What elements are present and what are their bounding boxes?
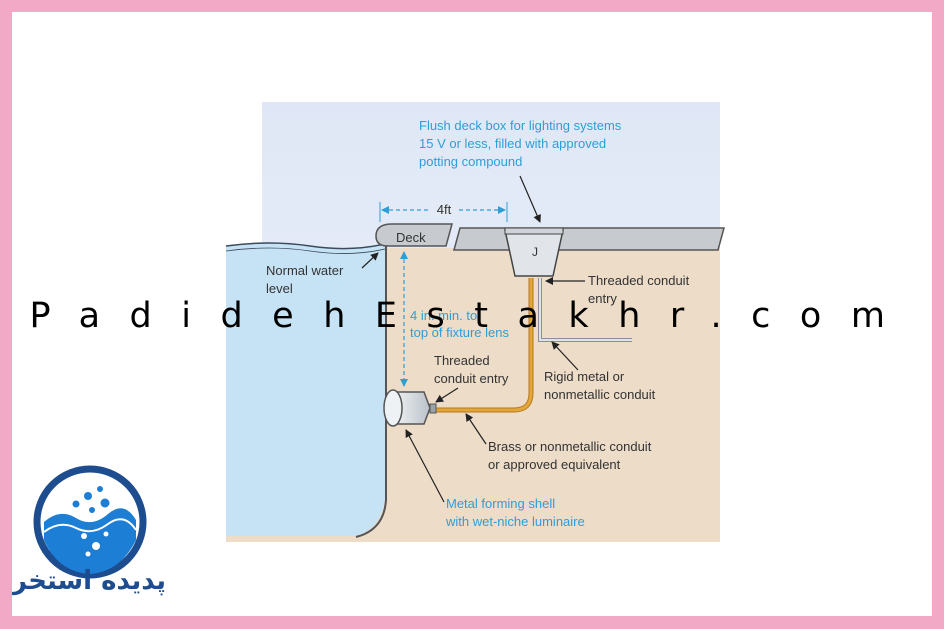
shell-label-line2: with wet-niche luminaire xyxy=(445,514,585,529)
water-level-label: Normal water level xyxy=(266,263,347,296)
deck-box-label: Flush deck box for lighting systems 15 V… xyxy=(419,118,625,169)
deck-box-label-line3: potting compound xyxy=(419,154,522,169)
shell-label: Metal forming shell with wet-niche lumin… xyxy=(445,496,585,529)
rigid-conduit-label-line2: nonmetallic conduit xyxy=(544,387,656,402)
threaded-left-label: Threaded conduit entry xyxy=(434,353,509,386)
logo-text: پدیده استخر xyxy=(12,566,166,596)
conduit-fitting xyxy=(429,403,437,414)
brass-conduit-pointer xyxy=(465,413,487,445)
deck-box-lid xyxy=(504,227,564,235)
threaded-left-label-line2: conduit entry xyxy=(434,371,509,386)
luminaire-lens xyxy=(383,389,403,427)
brass-conduit-label-line2: or approved equivalent xyxy=(488,457,621,472)
brass-conduit-label: Brass or nonmetallic conduit or approved… xyxy=(488,439,655,472)
junction-label: J xyxy=(532,245,538,259)
rigid-conduit-label-line1: Rigid metal or xyxy=(544,369,625,384)
deck-box-label-line1: Flush deck box for lighting systems xyxy=(419,118,622,133)
shell-label-line1: Metal forming shell xyxy=(446,496,555,511)
pool-water xyxy=(226,243,385,536)
min-height-label-line2: top of fixture lens xyxy=(410,325,509,340)
pool-wall xyxy=(355,244,387,538)
rigid-conduit-label: Rigid metal or nonmetallic conduit xyxy=(544,369,656,402)
distance-label: 4ft xyxy=(437,202,452,217)
brass-conduit-core xyxy=(432,278,533,412)
shell-pointer xyxy=(405,429,445,503)
watermark-text: PadidehEstakhr.com xyxy=(29,296,915,336)
threaded-top-label-line1: Threaded conduit xyxy=(588,273,690,288)
water-level-label-line2: level xyxy=(266,281,293,296)
rigid-conduit-highlight xyxy=(539,278,632,341)
pool-light-diagram: J 4ft Flush deck box for lighting system… xyxy=(33,102,725,579)
min-height-label: 4 in. min. to top of fixture lens xyxy=(410,308,509,340)
threaded-left-pointer xyxy=(435,387,459,403)
logo-emblem xyxy=(33,465,147,579)
threaded-top-label-line2: entry xyxy=(588,291,617,306)
diagram-canvas: J 4ft Flush deck box for lighting system… xyxy=(12,12,932,616)
water-level-label-line1: Normal water xyxy=(266,263,344,278)
deck-box-pointer xyxy=(519,175,541,223)
threaded-top-label: Threaded conduit entry xyxy=(588,273,693,306)
distance-label-bg xyxy=(430,202,458,216)
rigid-conduit-pointer xyxy=(551,341,579,371)
deck-coping xyxy=(375,223,453,247)
deck-slab xyxy=(453,227,725,251)
deck-box-label-line2: 15 V or less, filled with approved xyxy=(419,136,606,151)
water-surface xyxy=(225,242,386,250)
min-height-label-line1: 4 in. min. to xyxy=(410,308,477,323)
water-surface-ripple xyxy=(225,247,386,254)
water-level-pointer xyxy=(361,252,379,269)
threaded-left-label-line1: Threaded xyxy=(434,353,490,368)
brass-conduit-label-line1: Brass or nonmetallic conduit xyxy=(488,439,652,454)
deck-label: Deck xyxy=(396,230,426,245)
